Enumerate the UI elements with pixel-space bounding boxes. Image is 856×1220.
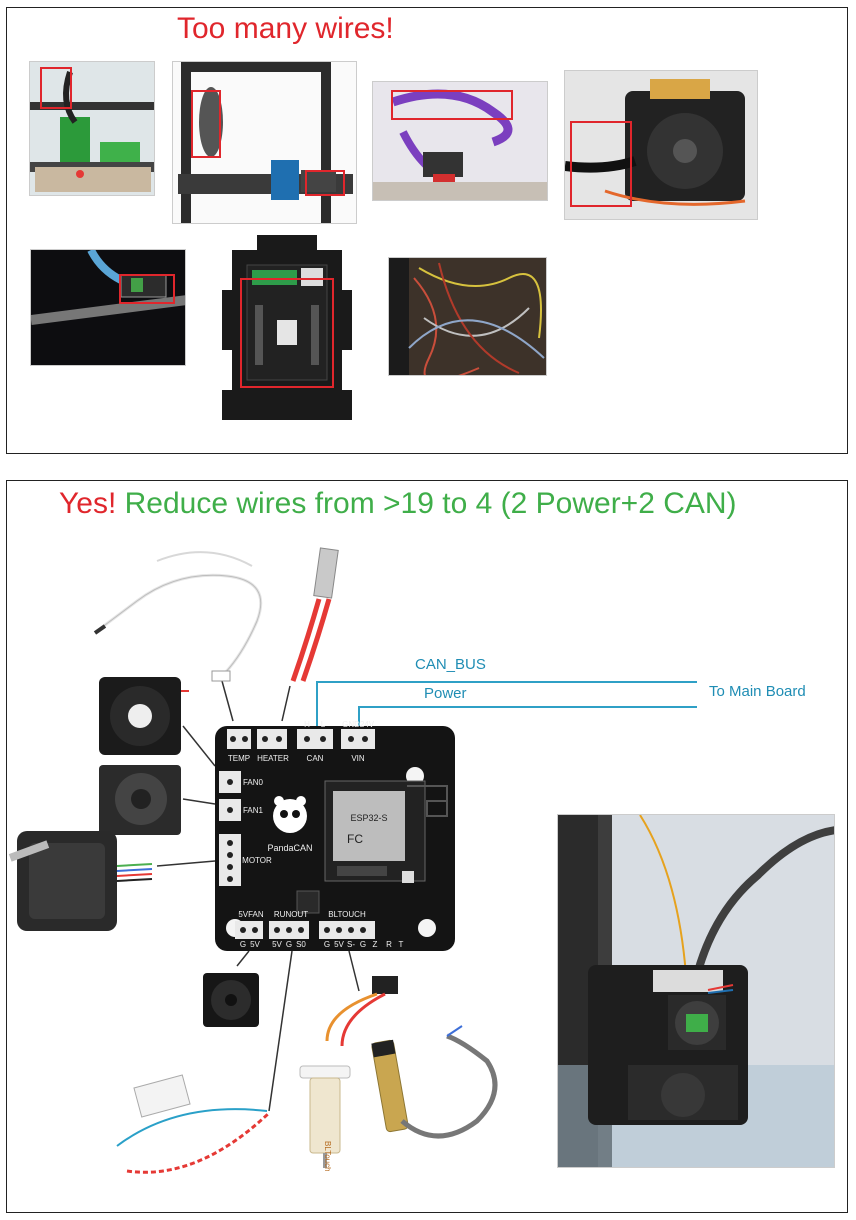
fan1-image (99, 765, 181, 835)
highlight-box (119, 274, 175, 304)
pin-bltouch-r: R (386, 940, 392, 949)
thermistor-cable (93, 551, 263, 682)
highlight-box (40, 67, 72, 109)
top-panel: Too many wires! (6, 7, 848, 454)
photo-gantry-frame (172, 61, 357, 224)
photo-linear-rail (30, 249, 186, 366)
inductive-sensor-image (371, 1025, 498, 1139)
bottom-diagram: TEMP HEATER CAN VIN FAN0 FAN1 MOTOR 5VFA… (8, 547, 697, 1178)
label-fan0: FAN0 (243, 778, 264, 787)
highlight-box (191, 90, 221, 158)
pandacan-board (215, 726, 455, 951)
photo-cable-chain (372, 81, 548, 201)
module-label: ESP32-S (350, 813, 387, 823)
photo-hotend-fan (564, 70, 758, 220)
photo-installed-art (558, 815, 834, 1167)
label-runout: RUNOUT (274, 910, 308, 919)
bottom-title-rest: Reduce wires from >19 to 4 (2 Power+2 CA… (124, 487, 737, 520)
power-wire (358, 706, 697, 726)
label-temp: TEMP (228, 754, 250, 763)
pin-5vfan-g: G (240, 940, 246, 949)
leader-line (268, 950, 293, 1112)
fc-mark: FC (347, 832, 363, 846)
leader-line (281, 685, 291, 722)
leader-line (182, 798, 216, 805)
pin-bltouch-5v: 5V (334, 940, 344, 949)
pin-bltouch-g: G (324, 940, 330, 949)
photo-hotend-wires (29, 61, 155, 196)
top-title: Too many wires! (177, 12, 394, 45)
pin-runout-5v: 5V (272, 940, 282, 949)
pin-24v: 24V (360, 720, 375, 729)
label-5vfan: 5VFAN (238, 910, 264, 919)
photo-messy-cabinet (388, 257, 547, 376)
pin-runout-g: G (286, 940, 292, 949)
power-label: Power (424, 685, 467, 702)
fan0-image (99, 677, 189, 755)
board-name: PandaCAN (267, 843, 312, 853)
pin-bltouch-z: Z (373, 940, 378, 949)
heater-cartridge (290, 547, 339, 682)
bottom-title-yes: Yes! (59, 487, 117, 520)
leader-line (221, 680, 234, 722)
small-5v-fan-image (203, 973, 259, 1027)
pin-can-l: L (321, 720, 326, 729)
highlight-box (240, 278, 334, 388)
to-main-board-label: To Main Board (709, 683, 806, 700)
bltouch-probe-image (299, 976, 398, 1168)
label-fan1: FAN1 (243, 806, 264, 815)
label-bltouch: BLTOUCH (328, 910, 366, 919)
photo-adapter-board (217, 230, 357, 425)
label-vin: VIN (351, 754, 365, 763)
leader-line (236, 950, 250, 967)
probe-label: BLTouch (323, 1141, 332, 1172)
runout-sensor-image (116, 1074, 275, 1178)
label-heater: HEATER (257, 754, 289, 763)
photo-cable-chain-art (373, 82, 547, 200)
pin-can-h: H (304, 720, 310, 729)
pin-bltouch-g2: G (360, 940, 366, 949)
leader-line (156, 860, 216, 867)
highlight-box (570, 121, 632, 207)
bottom-title: Yes! Reduce wires from >19 to 4 (2 Power… (59, 487, 737, 521)
label-motor: MOTOR (242, 856, 272, 865)
pin-gnd: GND (342, 720, 360, 729)
pin-bltouch-s: S- (347, 940, 355, 949)
pin-5vfan-5v: 5V (250, 940, 260, 949)
photo-hotend-fan-art (565, 71, 757, 219)
photo-adapter-board-art (222, 235, 352, 420)
can-bus-wire (316, 681, 697, 726)
photo-hotend-wires-art (30, 62, 154, 195)
pin-bltouch-t: T (399, 940, 404, 949)
highlight-box (391, 90, 513, 120)
leader-line (182, 725, 216, 767)
leader-line (348, 950, 360, 992)
pin-runout-s0: S0 (296, 940, 306, 949)
highlight-box (305, 170, 345, 196)
can-bus-label: CAN_BUS (415, 656, 486, 673)
label-can: CAN (307, 754, 324, 763)
stepper-motor-image (8, 831, 153, 931)
photo-messy-cabinet-art (389, 258, 546, 375)
photo-gantry-art (173, 62, 356, 223)
bottom-panel: Yes! Reduce wires from >19 to 4 (2 Power… (6, 480, 848, 1213)
photo-linear-rail-art (31, 250, 185, 365)
photo-installed-pandacan (557, 814, 835, 1168)
